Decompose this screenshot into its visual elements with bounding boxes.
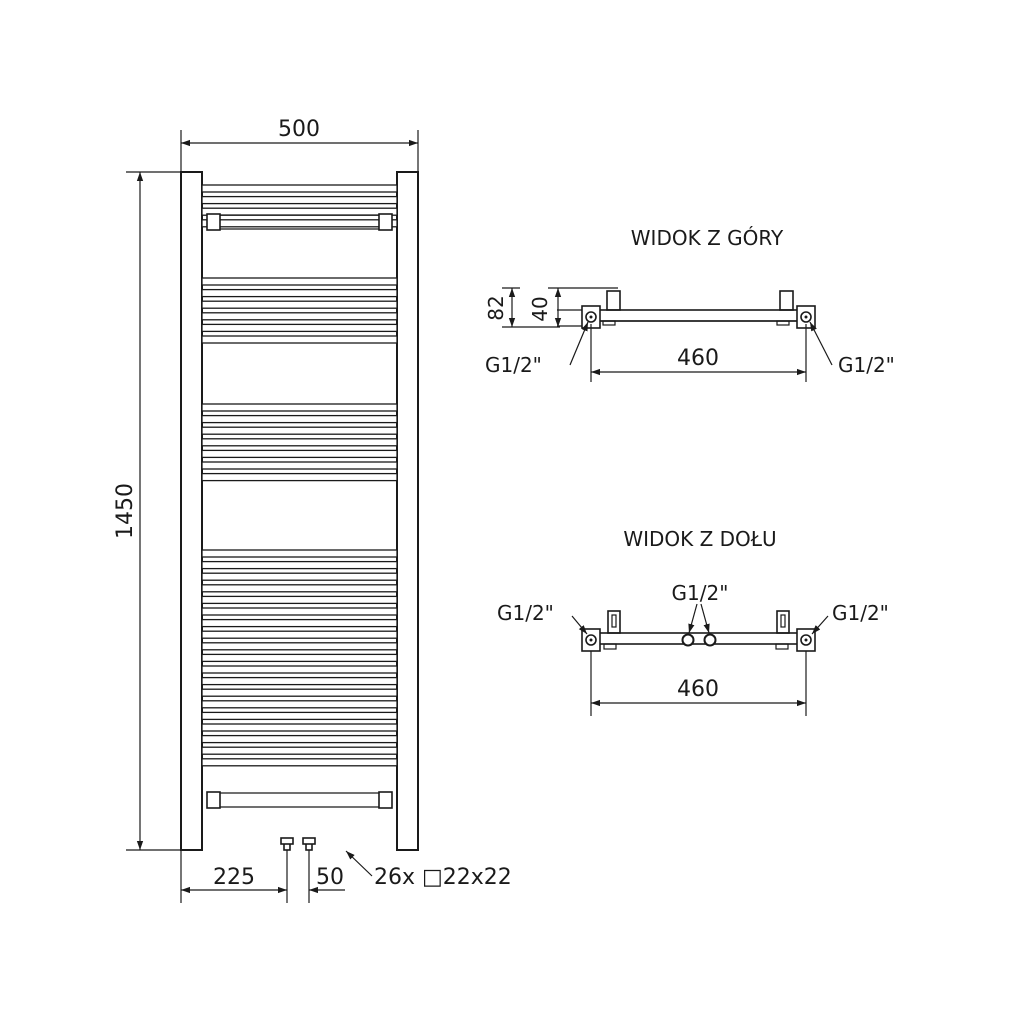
horizontal-tubes [201,184,398,767]
tube-8 [201,312,398,321]
bottom-right-connection: G1/2" [832,601,889,625]
left-offset-value: 225 [213,865,255,890]
center-pipe-right [703,633,717,647]
left-rail [180,171,203,851]
bottom-view: WIDOK Z DOŁU G1/2" G1/2" G1/2" 460 [497,527,889,716]
tube-6 [201,288,398,298]
height-value: 1450 [113,483,138,539]
tube-27 [201,653,398,663]
top-left-connection: G1/2" [485,353,542,377]
tube-23 [201,607,398,616]
dim-bottom: 225 50 26x □22x22 [180,850,512,903]
pipe-depth-value: 40 [528,296,552,321]
tube-30 [201,688,398,697]
tube-34 [201,734,398,744]
tube-32 [201,711,398,721]
tube-4 [201,219,398,228]
top-span-value: 460 [677,346,719,371]
tube-29 [201,676,398,686]
tube-21 [201,584,398,593]
tube-20 [201,572,398,581]
top-view: WIDOK Z GÓRY 82 40 460 G1/2" [484,226,895,382]
tube-33 [201,723,398,732]
dim-width: 500 [180,117,419,172]
width-value: 500 [278,117,320,142]
bracket-bottom-right [378,791,393,809]
tube-15 [201,449,398,459]
dim-height: 1450 [113,171,181,851]
tube-35 [201,746,398,755]
tube-31 [201,700,398,709]
depth-value: 82 [484,295,508,320]
center-pipe-left [681,633,695,647]
tube-12 [201,414,398,424]
tube-7 [201,300,398,309]
tube-18 [201,549,398,558]
tube-13 [201,426,398,435]
tube-10 [201,335,398,344]
tube-19 [201,560,398,570]
top-right-connection: G1/2" [838,353,895,377]
tube-2 [201,195,398,205]
tube-28 [201,665,398,674]
bracket-bottom-left [206,791,221,809]
bottom-view-title: WIDOK Z DOŁU [623,527,776,551]
tube-24 [201,618,398,628]
tube-1 [201,184,398,193]
pipe-spacing-value: 50 [316,865,344,890]
tube-25 [201,630,398,639]
bracket-top-left [206,213,221,231]
tube-14 [201,438,398,447]
bottom-span-value: 460 [677,677,719,702]
tube-22 [201,595,398,605]
tube-17 [201,472,398,482]
wall-brackets [206,213,393,809]
right-rail [396,171,419,851]
tube-11 [201,403,398,412]
bottom-center-connection: G1/2" [672,581,729,605]
tube-spec: 26x □22x22 [374,865,512,890]
bottom-connections [280,837,316,851]
tube-5 [201,277,398,286]
bottom-left-connection: G1/2" [497,601,554,625]
bracket-top-right [378,213,393,231]
tube-9 [201,323,398,333]
front-view: 500 1450 225 50 26x □22x22 [113,117,512,903]
tube-36 [201,758,398,767]
tube-3 [201,207,398,216]
tube-16 [201,461,398,470]
tube-26 [201,642,398,651]
top-view-title: WIDOK Z GÓRY [631,226,784,250]
